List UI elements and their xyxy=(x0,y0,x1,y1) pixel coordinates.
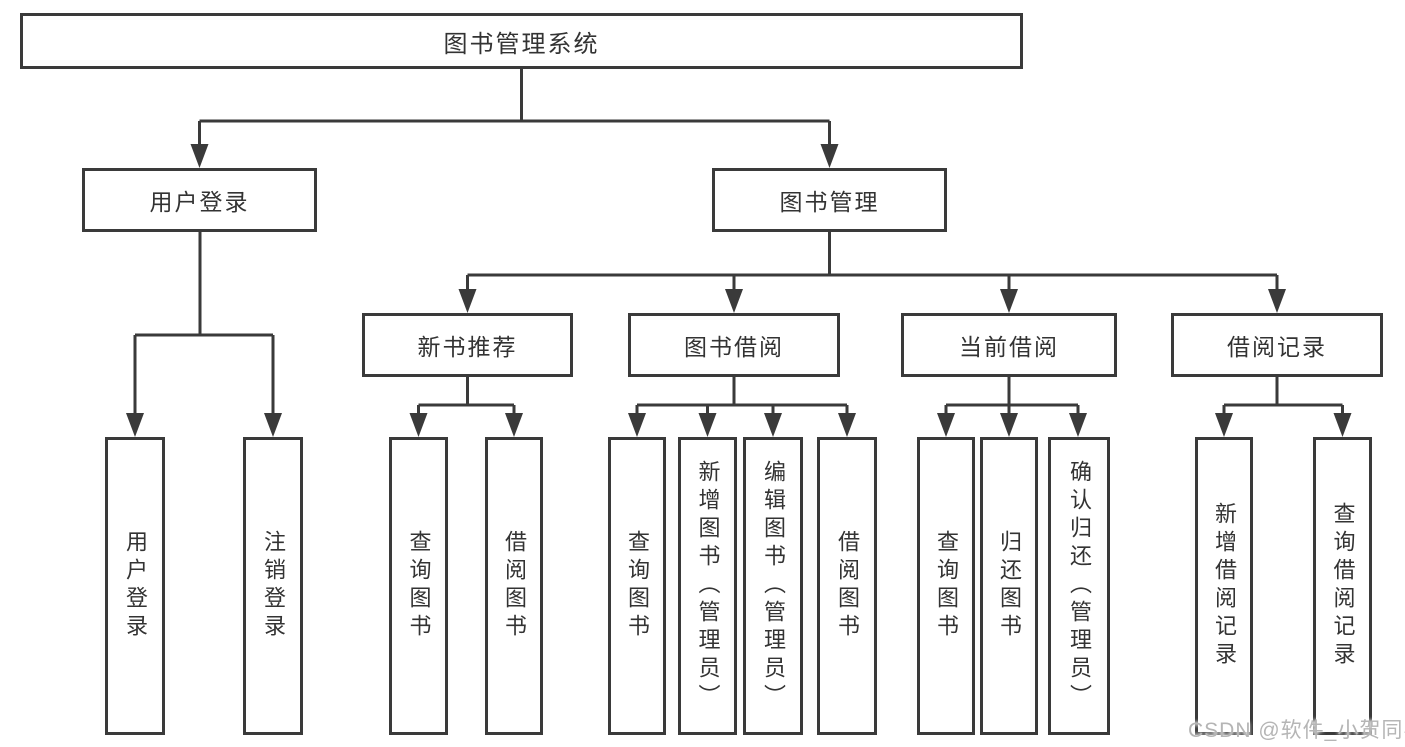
leaf-add-borrow-record: 新增借阅记录 xyxy=(1195,437,1253,735)
connector-user-login-to-leaves xyxy=(126,232,282,437)
leaf-user-login-label: 用户登录 xyxy=(123,530,148,642)
leaf-confirm-return-admin: 确认归还（管理员） xyxy=(1048,437,1110,735)
leaf-add-borrow-record-label: 新增借阅记录 xyxy=(1212,502,1237,670)
node-book-borrow: 图书借阅 xyxy=(628,313,840,377)
node-root-label: 图书管理系统 xyxy=(443,30,600,58)
leaf-borrow-books-recommend: 借阅图书 xyxy=(485,437,543,735)
connector-current-borrow-to-leaves xyxy=(937,377,1087,437)
leaf-borrow-books-label: 借阅图书 xyxy=(835,530,860,642)
node-new-book-recommend-label: 新书推荐 xyxy=(417,334,518,360)
node-book-management: 图书管理 xyxy=(712,168,947,232)
node-current-borrow: 当前借阅 xyxy=(901,313,1117,377)
leaf-edit-books-admin-label: 编辑图书（管理员） xyxy=(761,460,786,712)
leaf-add-books-admin-label: 新增图书（管理员） xyxy=(695,460,721,712)
leaf-logout: 注销登录 xyxy=(243,437,303,735)
node-current-borrow-label: 当前借阅 xyxy=(959,334,1059,360)
leaf-edit-books-admin: 编辑图书（管理员） xyxy=(743,437,803,735)
leaf-query-books-current-label: 查询图书 xyxy=(934,530,959,642)
node-root-system: 图书管理系统 xyxy=(20,13,1023,69)
leaf-query-books-recommend-label: 查询图书 xyxy=(406,530,432,642)
watermark: CSDN @软件_小贺同学 xyxy=(1188,719,1405,742)
node-book-management-label: 图书管理 xyxy=(779,189,880,215)
node-new-book-recommend: 新书推荐 xyxy=(362,313,573,377)
leaf-add-books-admin: 新增图书（管理员） xyxy=(678,437,737,735)
node-user-login-label: 用户登录 xyxy=(149,189,250,215)
node-book-borrow-label: 图书借阅 xyxy=(684,334,784,360)
leaf-query-borrow-record-label: 查询借阅记录 xyxy=(1330,502,1356,670)
leaf-query-books-borrow: 查询图书 xyxy=(608,437,666,735)
connector-new-book-to-leaves xyxy=(409,377,523,437)
leaf-query-books-recommend: 查询图书 xyxy=(389,437,448,735)
leaf-logout-label: 注销登录 xyxy=(261,530,286,642)
leaf-return-books: 归还图书 xyxy=(980,437,1038,735)
connector-borrow-records-to-leaves xyxy=(1215,377,1352,437)
leaf-confirm-return-admin-label: 确认归还（管理员） xyxy=(1067,460,1092,712)
node-borrow-records-label: 借阅记录 xyxy=(1227,334,1327,360)
connector-book-borrow-to-leaves xyxy=(628,377,856,437)
leaf-borrow-books-recommend-label: 借阅图书 xyxy=(502,530,527,642)
leaf-query-borrow-record: 查询借阅记录 xyxy=(1313,437,1372,735)
connector-book-management-to-level3 xyxy=(458,232,1286,313)
node-borrow-records: 借阅记录 xyxy=(1171,313,1383,377)
leaf-query-books-current: 查询图书 xyxy=(917,437,975,735)
connector-root-to-level2 xyxy=(190,69,839,168)
leaf-borrow-books: 借阅图书 xyxy=(817,437,877,735)
node-user-login: 用户登录 xyxy=(82,168,317,232)
leaf-query-books-borrow-label: 查询图书 xyxy=(625,530,650,642)
leaf-user-login: 用户登录 xyxy=(105,437,165,735)
leaf-return-books-label: 归还图书 xyxy=(997,530,1022,642)
